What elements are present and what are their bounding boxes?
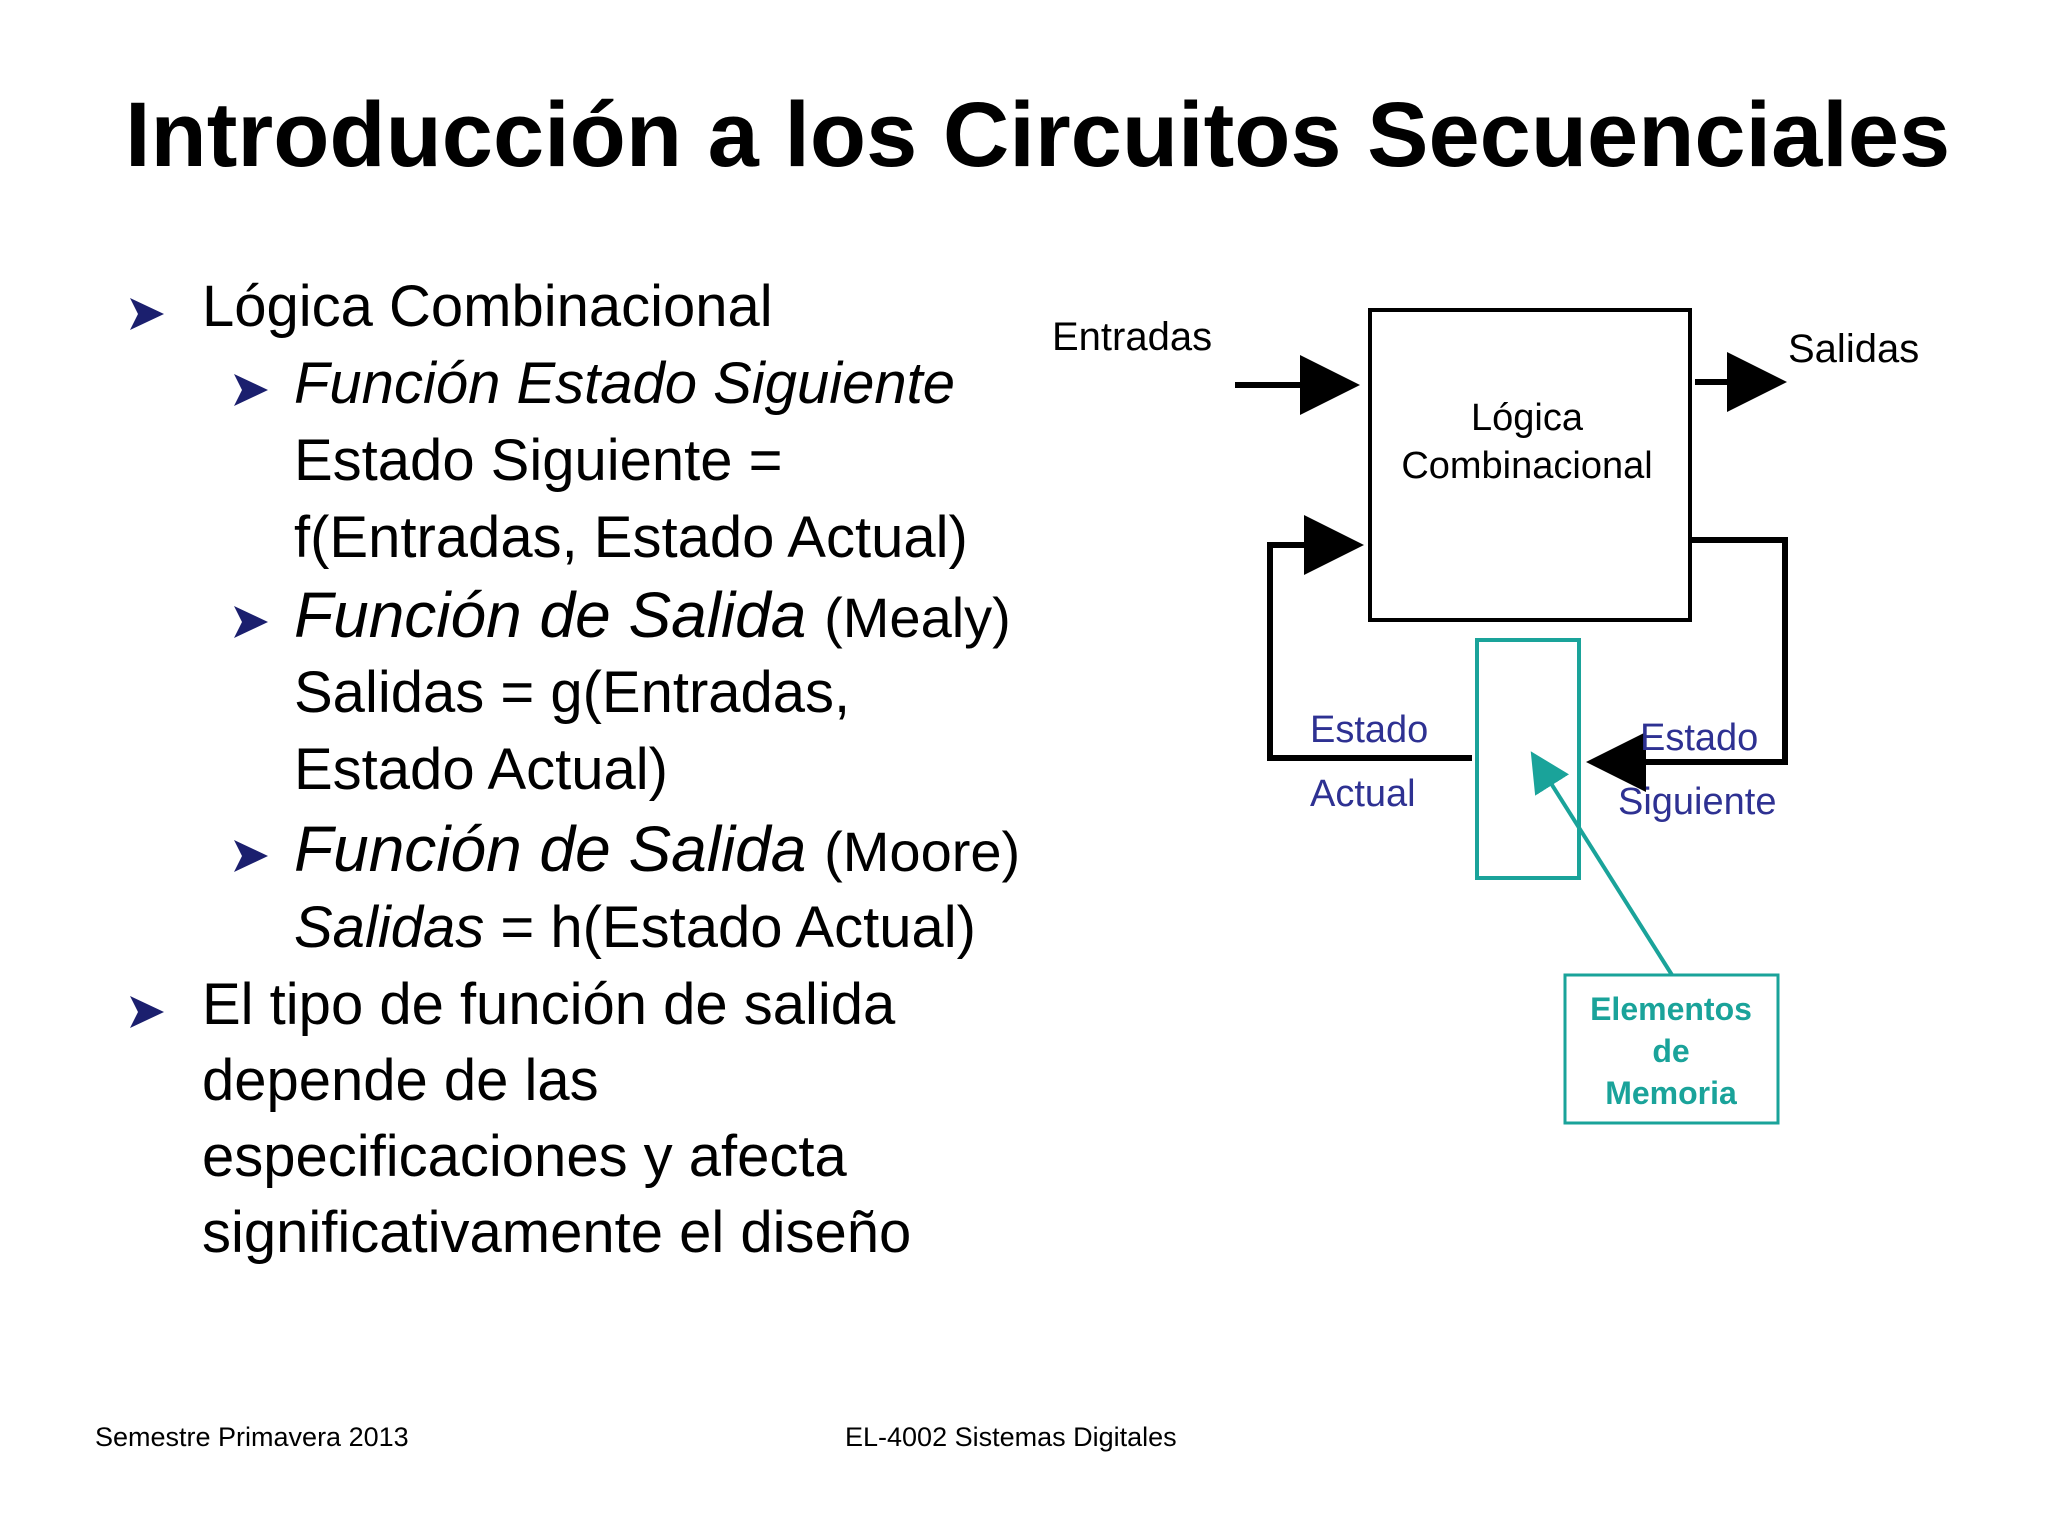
bullet-tipo-funcion-2: depende de las: [202, 1048, 599, 1113]
outputs-label: Salidas: [1788, 327, 1919, 371]
text-estado-siguiente-func: f(Entradas, Estado Actual): [294, 505, 968, 570]
text-salidas-g: Salidas = g(Entradas,: [294, 660, 851, 725]
text-estado-actual-g: Estado Actual): [294, 737, 668, 802]
funcion-salida-label: Función de Salida: [294, 579, 807, 651]
subbullet-funcion-estado-siguiente: Función Estado Siguiente: [294, 351, 955, 416]
bullet-list: Lógica Combinacional Función Estado Sigu…: [0, 0, 1022, 1536]
memory-box: [1475, 638, 1581, 880]
memory-label-line1: Elementos: [1590, 991, 1752, 1027]
arrow-bullet-icon: [234, 374, 268, 406]
memory-label-line3: Memoria: [1605, 1075, 1737, 1111]
text-estado-siguiente-eq: Estado Siguiente =: [294, 428, 783, 493]
logic-label-line2: Combinacional: [1401, 445, 1652, 487]
moore-label: (Moore): [824, 820, 1021, 883]
bullet-tipo-funcion-3: especificaciones y afecta: [202, 1124, 847, 1189]
next-state-label-line1: Estado: [1640, 717, 1758, 759]
memory-label-line2: de: [1652, 1033, 1689, 1069]
bullet-tipo-funcion-4: significativamente el diseño: [202, 1200, 912, 1265]
subbullet-funcion-salida-moore: Función de Salida (Moore): [294, 814, 1020, 887]
current-state-label-line1: Estado: [1310, 709, 1428, 751]
subbullet-funcion-salida-mealy: Función de Salida (Mealy): [294, 580, 1011, 653]
mealy-label: (Mealy): [824, 586, 1011, 649]
footer-semester: Semestre Primavera 2013: [95, 1422, 409, 1452]
inputs-label: Entradas: [1052, 315, 1212, 359]
arrow-bullet-icon: [234, 840, 268, 872]
salidas-h-rest: = h(Estado Actual): [484, 895, 976, 960]
memory-label-box: [1563, 973, 1780, 1125]
next-state-path: [1600, 537, 1788, 765]
current-state-label-line2: Actual: [1310, 773, 1416, 815]
combinational-logic-box: [1368, 308, 1692, 622]
arrow-bullet-icon: [130, 996, 164, 1028]
arrow-bullet-icon: [234, 606, 268, 638]
bullet-tipo-funcion-1: El tipo de función de salida: [202, 972, 896, 1037]
salidas-italic: Salidas: [294, 895, 485, 960]
footer-course: EL-4002 Sistemas Digitales: [845, 1422, 1177, 1452]
funcion-salida-label: Función de Salida: [294, 813, 807, 885]
memory-pointer-arrow: [1530, 751, 1674, 977]
text-salidas-h: Salidas = h(Estado Actual): [294, 893, 976, 963]
slide-title: Introducción a los Circuitos Secuenciale…: [125, 84, 1951, 186]
bullet-logica-combinacional: Lógica Combinacional: [202, 274, 773, 339]
logic-label-line1: Lógica: [1471, 397, 1584, 439]
arrow-bullet-icon: [130, 298, 164, 330]
next-state-label-line2: Siguiente: [1618, 781, 1776, 823]
